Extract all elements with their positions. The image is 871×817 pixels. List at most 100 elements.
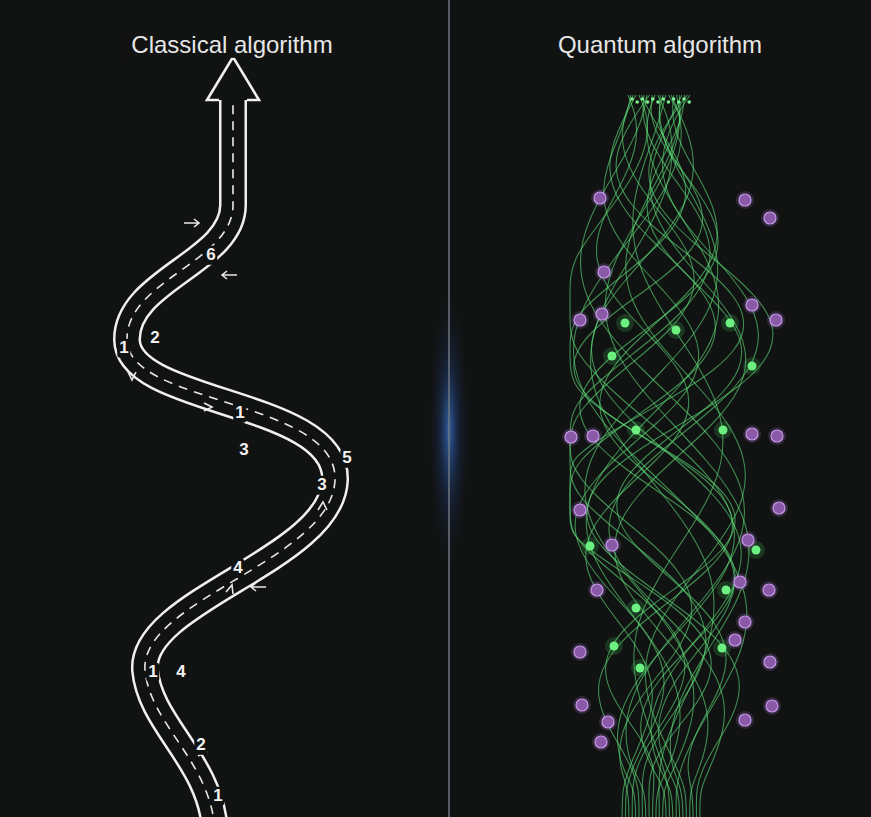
- qubit-dot: [682, 97, 686, 101]
- qubit-strand: [605, 95, 749, 817]
- qubit-glow: [599, 713, 617, 731]
- qubit-glow: [721, 314, 739, 332]
- qubit-node: [771, 430, 783, 442]
- step-number: 3: [237, 441, 250, 460]
- qubit-node: [748, 362, 757, 371]
- qubit-dot: [677, 100, 681, 104]
- qubit-glow: [736, 711, 754, 729]
- qubit-dot: [661, 97, 665, 101]
- road-surface: [127, 99, 335, 817]
- qubit-node: [606, 539, 618, 551]
- direction-arrow: [226, 585, 233, 594]
- qubit-glow: [592, 733, 610, 751]
- step-number: 1: [117, 339, 130, 358]
- qubit-dot: [651, 97, 655, 101]
- qubit-dot: [667, 100, 671, 104]
- qubit-glow: [588, 581, 606, 599]
- qubit-node: [632, 426, 641, 435]
- qubit-glow: [736, 613, 754, 631]
- side-arrow: [184, 219, 199, 227]
- qubit-glow: [731, 573, 749, 591]
- qubit-node: [598, 266, 610, 278]
- step-number: 4: [174, 663, 187, 682]
- qubit-glow: [616, 314, 634, 332]
- qubit-glow: [760, 581, 778, 599]
- qubit-node: [726, 319, 735, 328]
- qubit-node: [636, 664, 645, 673]
- qubit-strand: [573, 95, 746, 817]
- qubit-node: [621, 319, 630, 328]
- qubit-dot: [646, 100, 650, 104]
- qubit-glow: [581, 537, 599, 555]
- qubit-glow: [603, 536, 621, 554]
- step-number: 2: [148, 329, 161, 348]
- qubit-strand: [580, 95, 735, 817]
- qubit-node: [764, 656, 776, 668]
- qubit-node: [770, 314, 782, 326]
- qubit-node: [574, 646, 586, 658]
- qubit-glow: [571, 643, 589, 661]
- qubit-glow: [726, 631, 744, 649]
- road-dashes: [127, 104, 335, 817]
- qubit-node: [602, 716, 614, 728]
- qubit-node: [729, 634, 741, 646]
- road-edge: [127, 100, 335, 817]
- step-number: 3: [315, 476, 328, 495]
- step-number: 1: [146, 663, 159, 682]
- qubit-strand: [570, 95, 710, 817]
- qubit-glow: [763, 697, 781, 715]
- qubit-glow: [736, 191, 754, 209]
- qubit-glow: [562, 428, 580, 446]
- qubit-glow: [584, 427, 602, 445]
- qubit-glow: [571, 311, 589, 329]
- qubit-dot: [672, 97, 676, 101]
- qubit-dot: [630, 97, 634, 101]
- qubit-dot: [635, 100, 639, 104]
- qubit-glow: [667, 321, 685, 339]
- qubit-node: [610, 642, 619, 651]
- qubit-node: [739, 194, 751, 206]
- qubit-node: [746, 428, 758, 440]
- qubit-strand: [626, 95, 746, 817]
- qubit-glow: [743, 357, 761, 375]
- direction-arrow: [128, 372, 136, 380]
- qubit-glow: [761, 209, 779, 227]
- qubit-glow: [571, 501, 589, 519]
- panel-heading: Classical algorithm: [127, 32, 336, 58]
- panel-heading: Quantum algorithm: [554, 32, 766, 58]
- qubit-node: [608, 352, 617, 361]
- qubit-strand: [609, 95, 758, 817]
- direction-arrow: [318, 502, 327, 510]
- qubit-glow: [603, 347, 621, 365]
- side-arrow: [251, 583, 266, 591]
- qubit-glow: [605, 637, 623, 655]
- qubit-strand: [600, 95, 735, 817]
- qubit-node: [763, 584, 775, 596]
- step-number: 4: [231, 559, 244, 578]
- qubit-strand: [581, 95, 745, 817]
- qubit-node: [596, 308, 608, 320]
- qubit-strand: [615, 95, 746, 817]
- qubit-strand: [591, 95, 741, 817]
- qubit-strand: [617, 95, 742, 817]
- qubit-node: [576, 699, 588, 711]
- step-number: 2: [194, 736, 207, 755]
- qubit-node: [739, 714, 751, 726]
- step-number: 5: [340, 449, 353, 468]
- qubit-strand: [587, 95, 773, 817]
- qubit-node: [574, 504, 586, 516]
- step-number: 1: [233, 404, 246, 423]
- road-arrowhead: [207, 57, 259, 100]
- qubit-node: [587, 430, 599, 442]
- qubit-glow: [627, 599, 645, 617]
- qubit-node: [586, 542, 595, 551]
- qubit-dot: [656, 100, 660, 104]
- qubit-glow: [714, 421, 732, 439]
- qubit-dot: [641, 97, 645, 101]
- direction-arrow: [204, 403, 212, 411]
- qubit-node: [591, 584, 603, 596]
- qubit-node: [766, 700, 778, 712]
- qubit-glow: [767, 311, 785, 329]
